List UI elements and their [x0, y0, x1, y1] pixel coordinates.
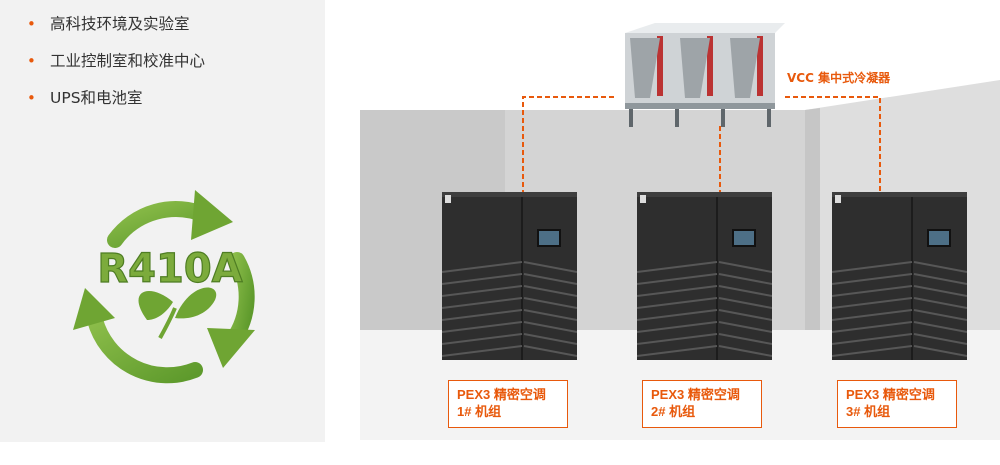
bullet-icon: • [27, 52, 36, 70]
list-item: • 高科技环境及实验室 [27, 10, 205, 47]
application-label: UPS和电池室 [50, 89, 143, 107]
unit-name: PEX3 精密空调 [457, 387, 546, 402]
application-label: 工业控制室和校准中心 [50, 52, 206, 70]
unit-number: 3# 机组 [846, 404, 891, 419]
bullet-icon: • [27, 15, 36, 33]
condenser-unit-icon [625, 23, 785, 127]
precision-ac-unit [637, 192, 772, 360]
precision-ac-unit [442, 192, 577, 360]
application-panel: • 高科技环境及实验室 • 工业控制室和校准中心 • UPS和电池室 [0, 0, 325, 442]
refrigerant-label: R410A [97, 246, 242, 292]
unit-label: PEX3 精密空调 3# 机组 [837, 380, 957, 428]
unit-name: PEX3 精密空调 [846, 387, 935, 402]
machine-room-illustration: VCC 集中式冷凝器 PEX3 精密空调 [345, 0, 1000, 440]
unit-name: PEX3 精密空调 [651, 387, 740, 402]
application-label: 高科技环境及实验室 [50, 15, 190, 33]
list-item: • UPS和电池室 [27, 84, 205, 121]
condenser-label: VCC 集中式冷凝器 [787, 71, 891, 85]
unit-number: 2# 机组 [651, 404, 696, 419]
application-list: • 高科技环境及实验室 • 工业控制室和校准中心 • UPS和电池室 [27, 10, 205, 121]
unit-label: PEX3 精密空调 2# 机组 [642, 380, 762, 428]
unit-number: 1# 机组 [457, 404, 502, 419]
bullet-icon: • [27, 89, 36, 107]
unit-label: PEX3 精密空调 1# 机组 [448, 380, 568, 428]
precision-ac-unit [832, 192, 967, 360]
list-item: • 工业控制室和校准中心 [27, 47, 205, 84]
recycle-leaf-icon: R410A [73, 190, 255, 384]
refrigerant-pipes [522, 96, 881, 195]
